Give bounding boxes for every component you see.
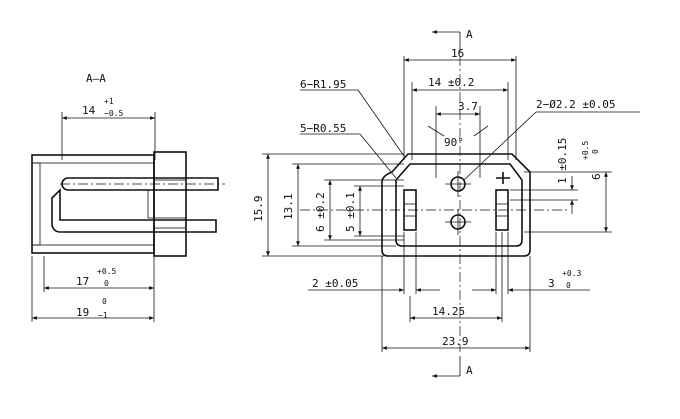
dim-3-7: 3.7 <box>458 100 478 113</box>
dim-6-plus: +0.5 <box>581 141 590 160</box>
top-wall-hatch <box>31 154 155 164</box>
dim-3-minus: 0 <box>566 281 571 290</box>
dim-15-9: 15.9 <box>252 196 265 223</box>
hole-callout: 2−Ø2.2 ±0.05 <box>536 98 615 111</box>
dim-14-02: 14 ±0.2 <box>428 76 474 89</box>
cut-label-top: A <box>466 28 473 41</box>
dim-6-minus: 0 <box>591 149 600 154</box>
dim-19-main: 19 <box>76 306 89 319</box>
dim-16: 16 <box>451 47 464 60</box>
inner-opening <box>395 163 523 247</box>
dim-17-minus: 0 <box>104 279 109 288</box>
upper-pin <box>61 177 219 191</box>
dim-14-plus: +1 <box>104 97 114 106</box>
angle-leader <box>427 125 445 137</box>
leader <box>463 111 537 181</box>
radius-outer: 6−R1.95 <box>300 78 346 91</box>
leader <box>357 89 405 157</box>
dim-17-plus: +0.5 <box>97 267 116 276</box>
dim-14-main: 14 <box>82 104 96 117</box>
angle-leader <box>473 125 489 137</box>
dim-6-main: 6 <box>590 173 603 180</box>
dim-14-25: 14.25 <box>432 305 465 318</box>
housing-outline <box>31 154 155 254</box>
dim-23-9: 23.9 <box>442 335 469 348</box>
dim-3-plus: +0.3 <box>562 269 581 278</box>
dim-14-minus: −0.5 <box>104 109 123 118</box>
section-view: A—A 14 +1 −0.5 17 +0.5 0 <box>31 72 225 322</box>
front-block <box>153 151 187 257</box>
plus-mark <box>496 172 510 184</box>
bottom-wall-hatch <box>31 244 155 254</box>
section-title: A—A <box>86 72 106 85</box>
front-view: A A 16 14 ±0.2 <box>252 28 640 378</box>
dim-19-plus: 0 <box>102 297 107 306</box>
angle-90: 90° <box>444 136 464 149</box>
cut-label-bottom: A <box>466 364 473 377</box>
dim-3-main: 3 <box>548 277 555 290</box>
outer-body <box>381 153 531 257</box>
dim-2-005: 2 ±0.05 <box>312 277 358 290</box>
dim-1-015: 1 ±0.15 <box>556 138 569 184</box>
dim-6-02: 6 ±0.2 <box>314 192 327 232</box>
left-wall-hatch <box>31 162 41 246</box>
radius-inner: 5−R0.55 <box>300 122 346 135</box>
leader <box>359 133 397 179</box>
dim-17-main: 17 <box>76 275 89 288</box>
front-block-hatch-bottom <box>153 227 187 257</box>
front-block-hatch-top <box>153 151 187 181</box>
lower-pin <box>51 188 217 233</box>
dim-5-01: 5 ±0.1 <box>344 192 357 232</box>
dim-19-minus: −1 <box>98 311 108 320</box>
dim-13-1: 13.1 <box>282 194 295 221</box>
